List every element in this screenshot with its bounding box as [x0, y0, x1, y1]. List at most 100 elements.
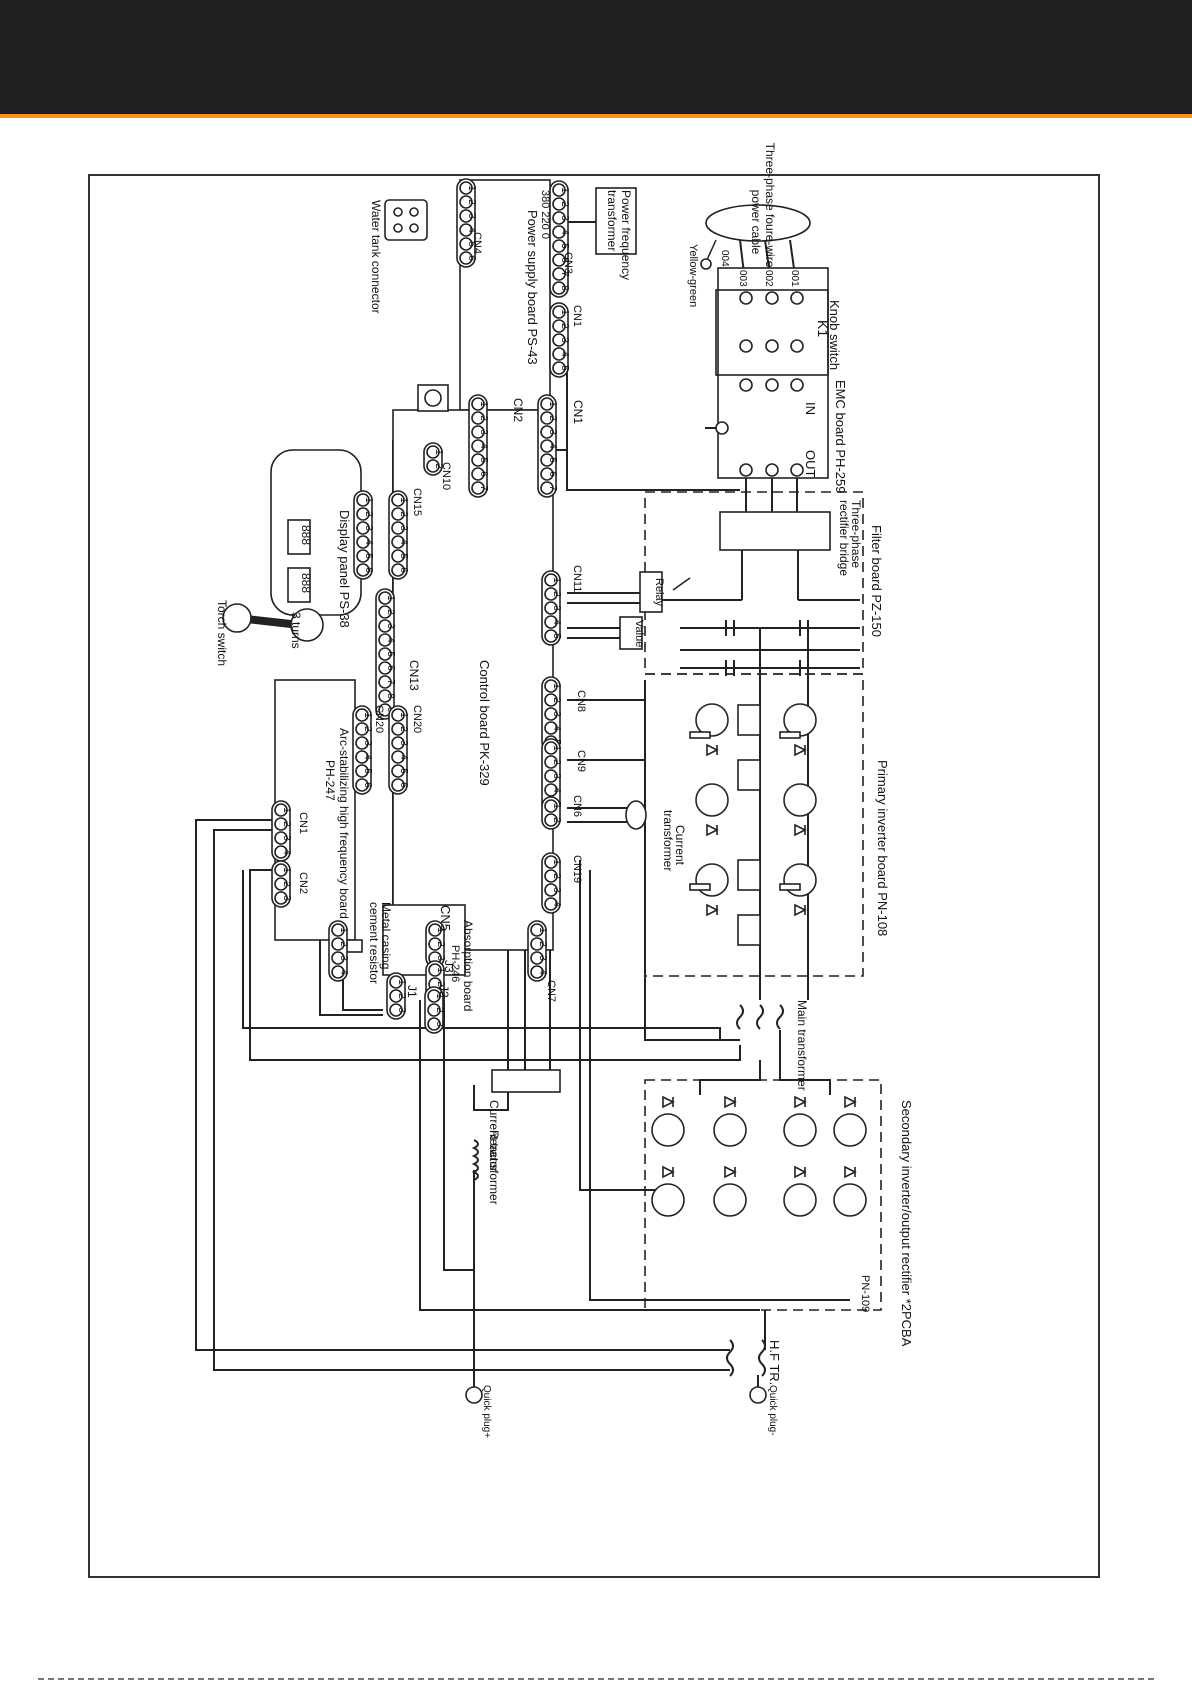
connector-pin-number: 7	[478, 485, 489, 491]
bottom-current-transformer	[491, 1069, 561, 1093]
connector-pin	[552, 347, 566, 361]
connector-pin-number: 1	[466, 185, 477, 191]
connector-pin	[471, 481, 485, 495]
seven-seg-display	[287, 567, 311, 603]
connector-pin-number: 3	[362, 740, 373, 746]
wire-002-label: 002	[763, 270, 774, 287]
metal-casing-label-2: cement resistor	[367, 902, 381, 984]
j1-label: J1	[405, 985, 419, 998]
cn1-label-ps: CN1	[571, 305, 583, 327]
absorption-board	[382, 904, 466, 976]
connector-pin-number: 2	[551, 873, 562, 879]
absorption-label-1: Absorption board	[461, 920, 475, 1011]
connector-pin	[540, 425, 554, 439]
wire-to-secondary	[699, 1060, 761, 1095]
connector-pin	[540, 397, 554, 411]
connector-pin-number: 6	[362, 782, 373, 788]
connector-pin	[471, 453, 485, 467]
igbt-icon	[695, 863, 729, 897]
footer-dashed-rule	[38, 1678, 1154, 1680]
connector-pin	[544, 855, 558, 869]
knob-switch-terminal-in	[765, 291, 779, 305]
connector-pin-number: 1	[551, 577, 562, 583]
connector-pin-number: 5	[559, 365, 570, 371]
connector-pin-number: 8	[385, 693, 396, 699]
power-frequency-transformer	[595, 187, 637, 255]
gate-drive-rect	[737, 859, 761, 891]
igbt-icon	[695, 783, 729, 817]
connector-pin-number: 1	[363, 497, 374, 503]
connector-pin	[552, 319, 566, 333]
display-panel-label: Display panel PS-38	[337, 510, 352, 628]
connector-pin-number: 3	[537, 955, 548, 961]
connector-pin-number: 5	[551, 633, 562, 639]
connector-pin	[540, 467, 554, 481]
connector-pin	[544, 693, 558, 707]
cn20-arc-label: CN20	[373, 705, 385, 733]
connector-cn13: 123456789	[375, 588, 396, 720]
connector-pin-number: 6	[363, 567, 374, 573]
connector-pin-number: 1	[478, 401, 489, 407]
connector-pin	[544, 601, 558, 615]
connector-pin-number: 4	[466, 227, 477, 233]
pn109-label: PN-109	[859, 1275, 871, 1312]
power-cable-label: Three-phase foure-wire	[763, 143, 777, 268]
connector-pin	[389, 975, 403, 989]
connector-pin-number: 5	[466, 241, 477, 247]
capacitor	[799, 620, 809, 636]
connector-pin-number: 1	[559, 187, 570, 193]
connector-j1: 123	[386, 972, 407, 1020]
connector-pin-number: 3	[281, 835, 292, 841]
yellow-green-wire	[705, 239, 717, 263]
connector-pin	[552, 361, 566, 375]
power-cable-label-2: power cable	[749, 190, 763, 255]
emc-in-label: IN	[803, 402, 818, 415]
connector-pin	[552, 253, 566, 267]
connector-pin-number: 6	[385, 665, 396, 671]
valve-label: Value	[633, 620, 645, 647]
connector-pin	[540, 439, 554, 453]
emc-out-label: OUT	[803, 450, 818, 478]
connector-pin-number: 5	[398, 553, 409, 559]
connector-pin-number: 4	[362, 754, 373, 760]
resistor	[779, 883, 801, 891]
connector-pin-number: 3	[398, 740, 409, 746]
diode-icon	[724, 1095, 737, 1109]
diode-icon	[794, 743, 807, 757]
connector-pin-number: 2	[551, 817, 562, 823]
connector-pin-number: 1	[434, 993, 445, 999]
connector-pin	[530, 923, 544, 937]
cn8-label: CN8	[575, 690, 587, 712]
connector-pin-number: 6	[478, 471, 489, 477]
connector-pin	[274, 863, 288, 877]
connector-pin	[331, 951, 345, 965]
connector-pin	[356, 535, 370, 549]
connector-pin	[391, 722, 405, 736]
connector-pin	[459, 251, 473, 265]
connector-pin-number: 3	[551, 773, 562, 779]
connector-pin-number: 3	[551, 605, 562, 611]
connector-pin-number: 2	[434, 1007, 445, 1013]
connector-pin	[378, 605, 392, 619]
connector-pin-number: 2	[551, 697, 562, 703]
cn20-label: CN20	[411, 705, 423, 733]
wire-cn19-secondary	[579, 860, 660, 1191]
wire	[213, 829, 730, 1371]
igbt-icon	[783, 863, 817, 897]
cn9-label: CN9	[575, 750, 587, 772]
diode-icon	[794, 903, 807, 917]
connector-pin	[471, 411, 485, 425]
connector-pin-number: 4	[551, 725, 562, 731]
connector-pin-number: 4	[547, 443, 558, 449]
connector-pin-number: 5	[478, 457, 489, 463]
igbt-icon	[651, 1183, 685, 1217]
wire-004-label: 004	[719, 250, 730, 267]
torch-switch-plug	[222, 603, 252, 633]
power-freq-label-2: transformer	[605, 190, 619, 251]
wire-001-label: 001	[789, 270, 800, 287]
connector-pin	[427, 1003, 441, 1017]
connector-pin-number: 4	[363, 539, 374, 545]
